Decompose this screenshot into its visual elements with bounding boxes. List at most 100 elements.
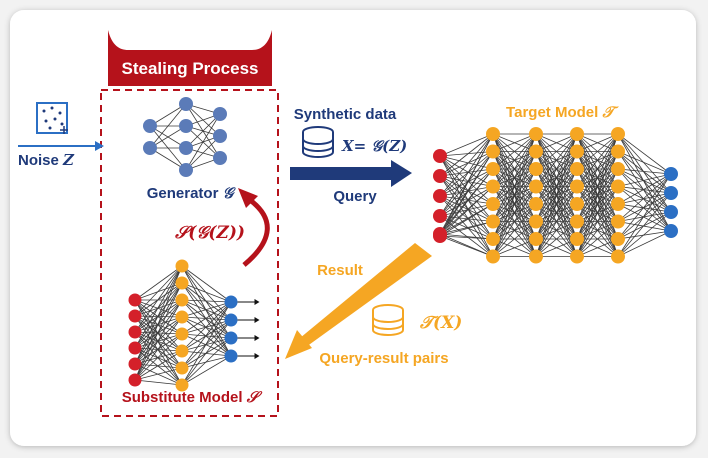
- target-edge: [439, 221, 494, 235]
- substitute-node: [175, 310, 189, 324]
- target-edge: [439, 133, 494, 177]
- substitute-edge: [134, 315, 183, 318]
- target-edge: [439, 133, 494, 197]
- substitute-edge: [181, 299, 232, 357]
- target-node: [611, 162, 625, 176]
- target-edge: [439, 155, 494, 205]
- target-edge: [492, 133, 537, 152]
- target-edge: [576, 238, 619, 257]
- target-node: [611, 214, 625, 229]
- target-node: [611, 179, 625, 194]
- target-edge: [492, 186, 537, 257]
- substitute-edge: [181, 301, 232, 318]
- target-edge: [576, 133, 619, 205]
- target-edge: [576, 186, 619, 257]
- substitute-node: [224, 349, 238, 363]
- target-node: [486, 214, 500, 229]
- target-node: [529, 249, 543, 264]
- target-edge: [576, 203, 619, 257]
- target-edge: [617, 173, 672, 222]
- substitute-edge: [134, 315, 183, 369]
- target-edge: [617, 173, 672, 187]
- target-node: [570, 249, 584, 264]
- target-edge: [439, 133, 494, 235]
- target-node: [486, 197, 500, 211]
- target-edge: [617, 168, 672, 232]
- database-icon-query: [302, 126, 334, 158]
- target-edge: [617, 151, 672, 194]
- generator-edge: [149, 103, 187, 127]
- substitute-edge: [181, 265, 232, 303]
- substitute-node: [128, 325, 142, 339]
- substitute-edge: [134, 299, 183, 352]
- target-edge: [492, 133, 537, 205]
- substitute-edge: [181, 333, 232, 357]
- target-node: [529, 162, 543, 176]
- substitute-output-arrowhead: [254, 299, 260, 305]
- target-node: [570, 232, 584, 246]
- substitute-node: [175, 259, 189, 273]
- substitute-edge: [181, 282, 232, 303]
- target-node: [529, 179, 543, 194]
- result-label: Result: [317, 262, 363, 279]
- target-node: [486, 144, 500, 159]
- target-edge: [492, 133, 537, 257]
- target-node: [611, 197, 625, 211]
- substitute-edge: [134, 265, 183, 317]
- target-node: [570, 179, 584, 194]
- target-edge: [492, 133, 537, 170]
- substitute-edge: [134, 363, 183, 386]
- target-edge: [535, 133, 578, 205]
- target-node: [529, 214, 543, 229]
- target-node: [486, 127, 500, 141]
- substitute-node: [128, 309, 142, 323]
- target-edge: [617, 203, 672, 232]
- target-edge: [576, 133, 619, 170]
- substitute-edge: [134, 347, 183, 369]
- target-edge: [617, 192, 672, 240]
- target-edge: [535, 221, 578, 257]
- target-edge: [617, 211, 672, 257]
- target-edge: [617, 221, 672, 232]
- target-edge: [617, 168, 672, 175]
- substitute-edge: [181, 282, 232, 339]
- substitute-edge: [134, 315, 183, 352]
- target-edge: [439, 195, 494, 222]
- target-edge: [439, 168, 494, 235]
- result-formula: 𝒯(X): [419, 313, 462, 333]
- target-edge: [617, 186, 672, 213]
- target-edge: [617, 186, 672, 232]
- generator-edge: [149, 125, 187, 149]
- substitute-edge: [134, 333, 183, 381]
- stealing-process-banner: Stealing Process: [108, 30, 272, 86]
- substitute-node: [175, 344, 189, 358]
- substitute-edge: [134, 265, 183, 349]
- target-node: [611, 144, 625, 159]
- target-node: [611, 249, 625, 264]
- target-edge: [439, 155, 494, 257]
- target-node: [570, 197, 584, 211]
- substitute-edge: [181, 299, 232, 339]
- target-node: [664, 167, 678, 181]
- target-edge: [492, 168, 537, 257]
- target-edge: [617, 151, 672, 232]
- target-edge: [576, 133, 619, 152]
- target-edge: [617, 186, 672, 194]
- target-edge: [535, 133, 578, 257]
- substitute-node: [175, 327, 189, 341]
- target-edge: [617, 151, 672, 213]
- target-edge: [617, 168, 672, 213]
- target-edge: [576, 133, 619, 222]
- substitute-edge: [181, 319, 232, 386]
- substitute-edge: [134, 331, 183, 369]
- target-edge: [439, 155, 494, 187]
- target-edge: [439, 203, 494, 235]
- target-edge: [617, 173, 672, 257]
- substitute-node: [128, 341, 142, 355]
- substitute-node: [175, 276, 189, 290]
- target-edge: [617, 133, 672, 232]
- generator-edge: [185, 135, 221, 171]
- target-node: [570, 214, 584, 229]
- substitute-edge: [181, 316, 232, 339]
- target-node: [664, 205, 678, 219]
